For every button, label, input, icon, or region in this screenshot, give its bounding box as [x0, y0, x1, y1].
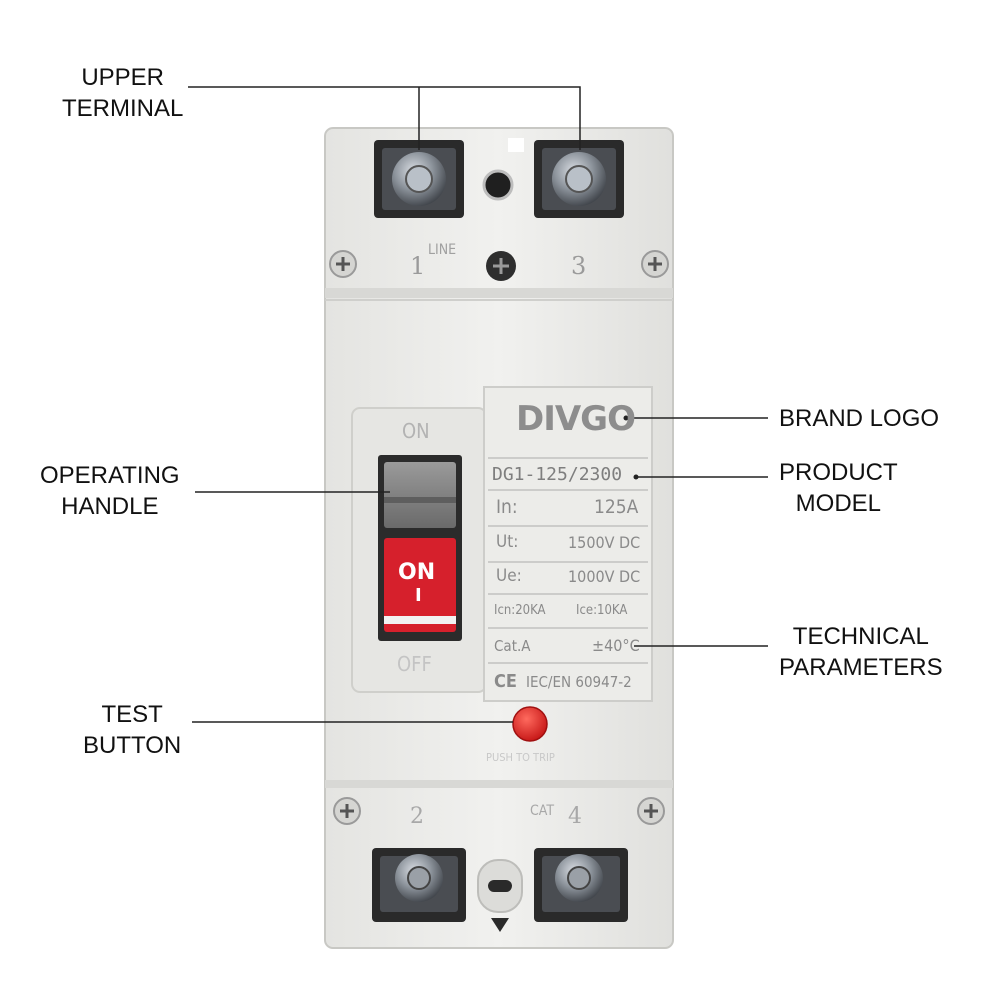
line-marking: LINE	[428, 242, 457, 258]
test-button[interactable]	[512, 706, 548, 742]
terminal-number-2: 2	[410, 804, 424, 829]
push-to-trip-label: PUSH TO TRIP	[486, 751, 555, 764]
upper-terminal-left	[374, 140, 464, 218]
leader-lines	[188, 86, 768, 723]
operating-handle[interactable]	[384, 462, 456, 632]
terminal-number-3: 3	[571, 252, 587, 280]
mounting-screw-top-right	[641, 250, 669, 278]
spec-icn: Icn:20KA	[494, 603, 546, 618]
ce-mark: CE	[494, 671, 517, 692]
spec-ut-value: 1500V DC	[568, 533, 641, 552]
spec-ue-value: 1000V DC	[568, 567, 641, 586]
spec-ue-label: Ue:	[496, 566, 522, 586]
spec-temp: ±40°C	[592, 636, 640, 655]
terminal-number-4: 4	[568, 804, 582, 829]
upper-center-hole	[482, 138, 524, 201]
brand-logo-anchor-dot	[623, 415, 629, 421]
product-model: DG1-125/2300	[492, 464, 623, 485]
cat-marking: CAT	[530, 803, 555, 819]
spec-cat: Cat.A	[494, 637, 531, 655]
leader-upper-terminal	[188, 86, 581, 150]
spec-standard: IEC/EN 60947-2	[526, 673, 632, 691]
mounting-screw-bottom-right	[637, 797, 665, 825]
handle-on-label: ON	[402, 419, 430, 443]
lower-terminal-left	[372, 848, 466, 922]
center-screw-top	[486, 251, 516, 281]
product-model-anchor-dot	[633, 474, 639, 480]
lever-i-text: I	[415, 585, 422, 606]
spec-in-label: In:	[496, 496, 518, 518]
spec-ut-label: Ut:	[496, 532, 519, 552]
lower-terminal-right	[534, 848, 628, 922]
spec-ice: Ice:10KA	[576, 603, 628, 618]
handle-off-label: OFF	[397, 652, 432, 676]
rating-label-plate	[483, 386, 653, 702]
mounting-screw-top-left	[329, 250, 357, 278]
lower-center-slot	[477, 859, 523, 932]
brand-logo: DIVGO	[516, 399, 636, 439]
mounting-screw-bottom-left	[333, 797, 361, 825]
lever-on-text: ON	[398, 560, 436, 585]
spec-in-value: 125A	[594, 496, 639, 518]
callout-brand-logo: BRAND LOGO	[779, 405, 940, 432]
terminal-number-1: 1	[410, 252, 426, 280]
upper-terminal-right	[534, 140, 624, 218]
